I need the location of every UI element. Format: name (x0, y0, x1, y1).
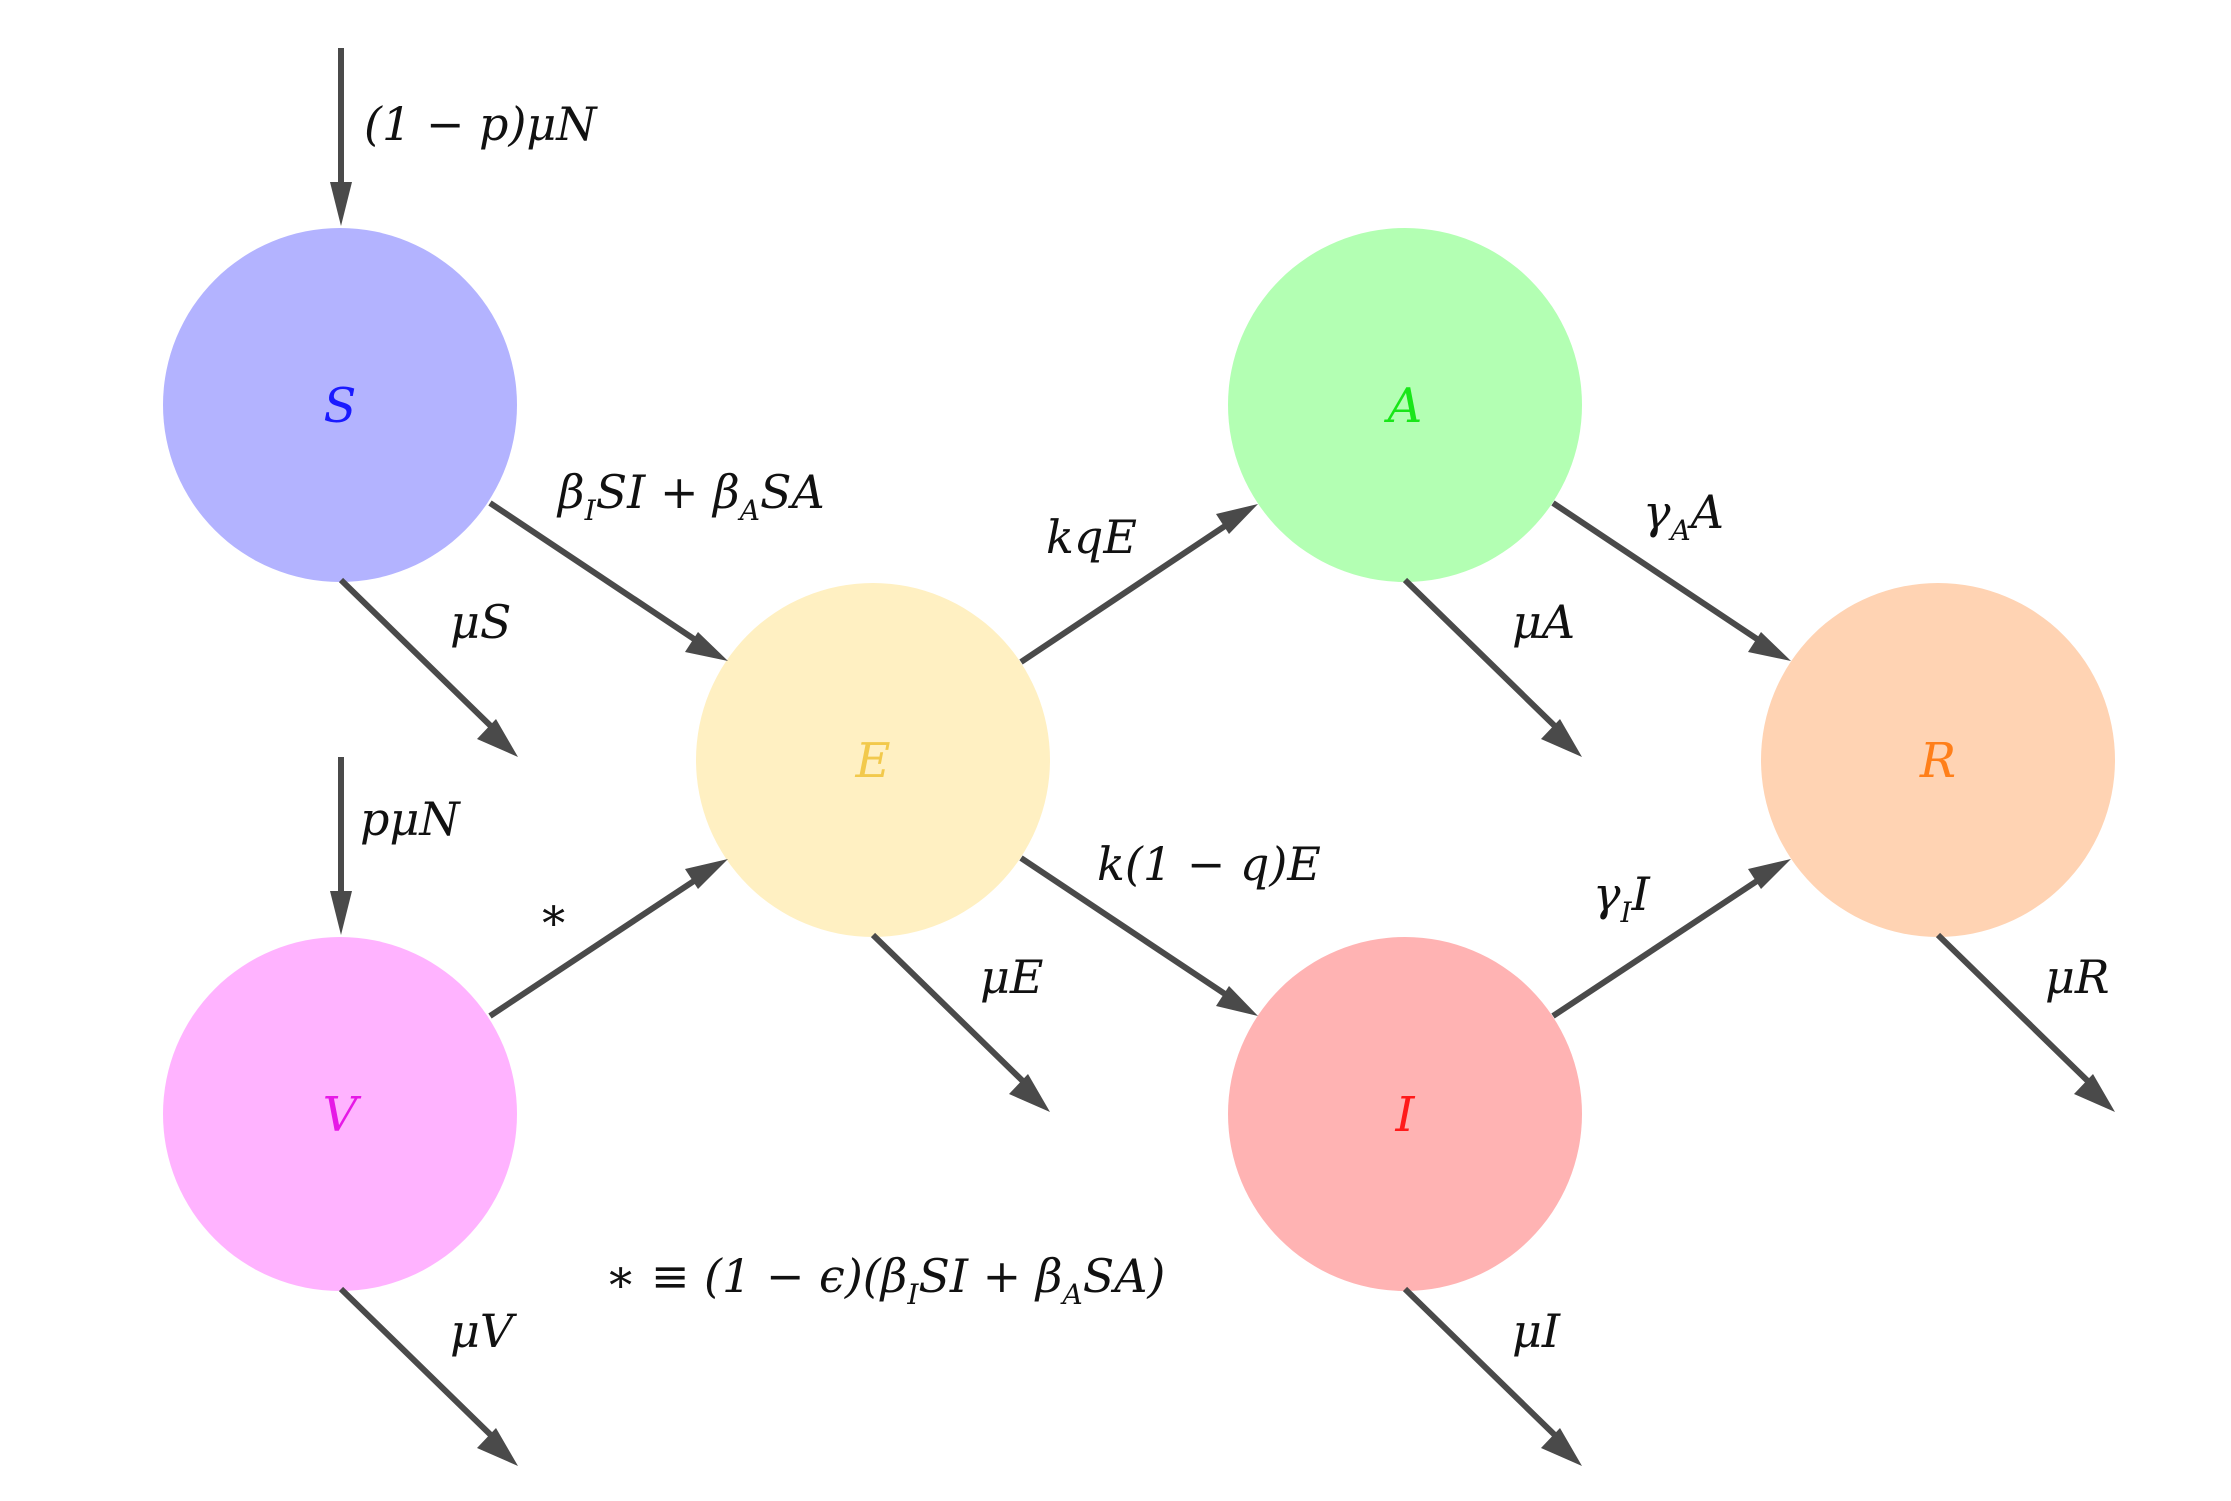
node-A-label: A (1384, 378, 1423, 434)
node-V-label: V (323, 1087, 362, 1143)
arrow-birth-S (330, 48, 352, 226)
label-birth-S: (1 − p)μN (364, 97, 598, 151)
node-I-circle (1228, 937, 1582, 1291)
label-E-to-I: k(1 − q)E (1097, 837, 1321, 891)
arrow-death-A (1402, 577, 1582, 757)
arrow-V-to-E (488, 859, 728, 1019)
label-E-to-A: kqE (1046, 510, 1137, 564)
arrow-death-V (338, 1286, 518, 1466)
node-A-circle (1228, 228, 1582, 582)
arrow-death-S (338, 577, 518, 757)
arrow-E-to-A (1019, 504, 1258, 665)
arrow-E-to-I (1019, 855, 1258, 1016)
label-death-R: μR (2045, 950, 2110, 1004)
label-V-to-E: ∗ (538, 887, 569, 941)
node-A: A (1228, 228, 1582, 582)
label-I-to-R: γII (1593, 867, 1651, 929)
arrow-death-I (1402, 1286, 1582, 1466)
node-I-label: I (1395, 1087, 1416, 1143)
node-S-circle (163, 228, 517, 582)
label-A-to-R: γAA (1643, 485, 1724, 547)
node-R-label: R (1919, 733, 1956, 789)
label-S-to-E: βISI + βASA (556, 465, 825, 527)
node-S: S (163, 228, 517, 582)
node-V-circle (163, 937, 517, 1291)
node-I: I (1228, 937, 1582, 1291)
label-death-E: μE (980, 950, 1043, 1004)
label-death-S: μS (450, 595, 511, 649)
node-E-circle (696, 583, 1050, 937)
node-V: V (163, 937, 517, 1291)
arrow-I-to-R (1551, 859, 1791, 1019)
label-birth-V: pμN (360, 792, 461, 846)
arrow-death-R (1935, 932, 2115, 1112)
arrow-S-to-E (488, 500, 728, 661)
node-R: R (1761, 583, 2115, 937)
label-death-V: μV (450, 1304, 518, 1358)
node-E-label: E (854, 733, 890, 789)
node-S-label: S (324, 378, 357, 434)
label-death-I: μI (1512, 1304, 1561, 1358)
arrow-A-to-R (1551, 500, 1791, 661)
arrow-death-E (870, 932, 1050, 1112)
footnote-definition: ∗ ≡ (1 − ϵ)(βISI + βASA) (605, 1249, 1165, 1311)
arrow-birth-V (330, 757, 352, 935)
label-death-A: μA (1512, 595, 1575, 649)
node-E: E (696, 583, 1050, 937)
node-R-circle (1761, 583, 2115, 937)
